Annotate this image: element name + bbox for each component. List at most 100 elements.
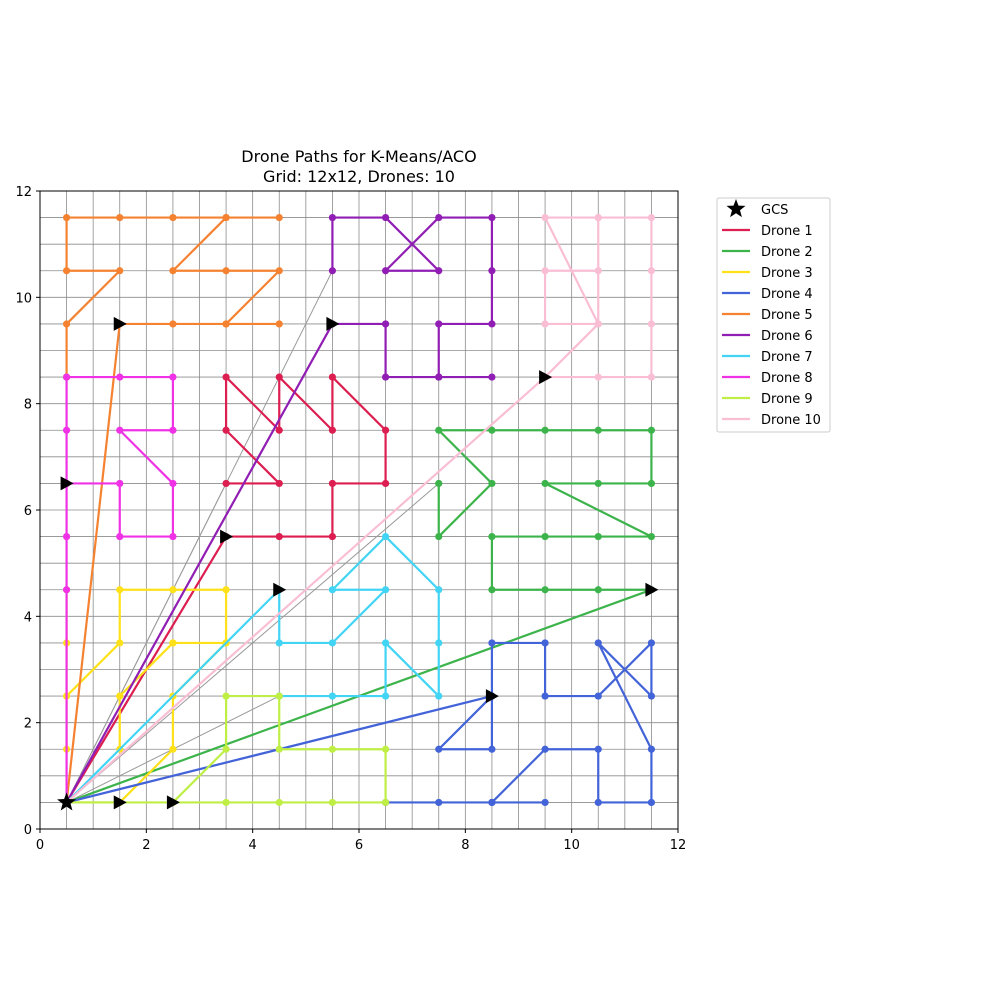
- data-point: [116, 586, 124, 594]
- data-point: [381, 745, 390, 753]
- data-point: [328, 267, 337, 275]
- data-point: [594, 426, 602, 434]
- data-point: [381, 479, 390, 488]
- x-tick-label: 12: [670, 838, 687, 853]
- data-point: [275, 639, 283, 647]
- data-point: [488, 213, 496, 222]
- data-point: [328, 532, 337, 541]
- data-point: [116, 426, 124, 434]
- chart-subtitle: Grid: 12x12, Drones: 10: [263, 167, 455, 186]
- data-point: [435, 479, 443, 488]
- legend-gcs-star-icon: [726, 199, 746, 218]
- legend-label: Drone 1: [761, 224, 813, 239]
- data-point: [275, 320, 283, 328]
- data-point: [275, 692, 283, 700]
- data-point: [116, 267, 124, 275]
- start-marker: [645, 582, 659, 597]
- data-point: [275, 532, 283, 541]
- data-point: [275, 798, 283, 807]
- data-point: [647, 479, 656, 488]
- data-point: [647, 320, 656, 328]
- data-point: [116, 532, 124, 541]
- legend-label: Drone 9: [761, 392, 813, 407]
- data-point: [541, 532, 549, 541]
- data-point: [62, 586, 71, 594]
- data-point: [541, 745, 549, 753]
- start-marker: [539, 370, 553, 385]
- data-point: [435, 745, 443, 753]
- series-line: [65, 216, 653, 804]
- data-point: [169, 586, 177, 594]
- data-point: [381, 532, 390, 541]
- data-point: [116, 692, 124, 700]
- data-point: [275, 479, 283, 488]
- x-tick-label: 2: [142, 838, 150, 853]
- data-point: [116, 479, 124, 488]
- data-point: [328, 692, 337, 700]
- data-point: [381, 798, 390, 807]
- legend-label: Drone 4: [761, 287, 813, 302]
- data-point: [275, 373, 283, 381]
- data-point: [116, 373, 124, 381]
- data-point: [647, 213, 656, 222]
- gcs-star-icon: [57, 792, 77, 811]
- data-point: [541, 267, 549, 275]
- series-line: [65, 694, 387, 804]
- series-drone-7: [65, 532, 443, 804]
- data-point: [381, 213, 390, 222]
- data-point: [488, 426, 496, 434]
- data-point: [541, 639, 549, 647]
- data-point: [541, 426, 549, 434]
- legend-label: Drone 5: [761, 308, 813, 323]
- data-point: [222, 373, 230, 381]
- start-marker: [485, 689, 499, 704]
- data-point: [328, 213, 337, 222]
- legend-label: Drone 8: [761, 371, 813, 386]
- data-point: [541, 479, 549, 488]
- data-point: [435, 692, 443, 700]
- data-point: [328, 639, 337, 647]
- legend-label: GCS: [761, 203, 788, 218]
- series-drone-8: [62, 373, 177, 804]
- data-point: [488, 639, 496, 647]
- data-point: [647, 373, 656, 381]
- data-point: [594, 745, 602, 753]
- start-marker: [273, 582, 287, 597]
- data-point: [594, 373, 602, 381]
- data-point: [488, 320, 496, 328]
- data-point: [594, 213, 602, 222]
- data-point: [381, 586, 390, 594]
- data-point: [647, 639, 656, 647]
- data-point: [116, 213, 124, 222]
- data-point: [488, 798, 496, 807]
- data-point: [647, 426, 656, 434]
- data-point: [328, 798, 337, 807]
- legend-label: Drone 10: [761, 413, 821, 428]
- data-point: [222, 213, 230, 222]
- data-point: [594, 586, 602, 594]
- data-point: [488, 745, 496, 753]
- data-point: [381, 692, 390, 700]
- data-point: [169, 320, 177, 328]
- data-point: [647, 745, 656, 753]
- data-point: [541, 213, 549, 222]
- data-point: [169, 479, 177, 488]
- y-tick-label: 8: [24, 398, 32, 413]
- start-marker: [113, 316, 127, 331]
- start-marker: [166, 795, 180, 810]
- data-point: [275, 213, 283, 222]
- data-point: [275, 426, 283, 434]
- legend-label: Drone 2: [761, 245, 813, 260]
- data-point: [62, 426, 71, 434]
- data-point: [62, 532, 71, 541]
- data-point: [222, 479, 230, 488]
- data-point: [222, 745, 230, 753]
- y-tick-label: 6: [24, 504, 32, 519]
- data-point: [435, 267, 443, 275]
- data-point: [222, 692, 230, 700]
- data-point: [541, 586, 549, 594]
- gcs-marker-group: [57, 792, 77, 811]
- start-marker: [220, 529, 234, 544]
- data-point: [435, 586, 443, 594]
